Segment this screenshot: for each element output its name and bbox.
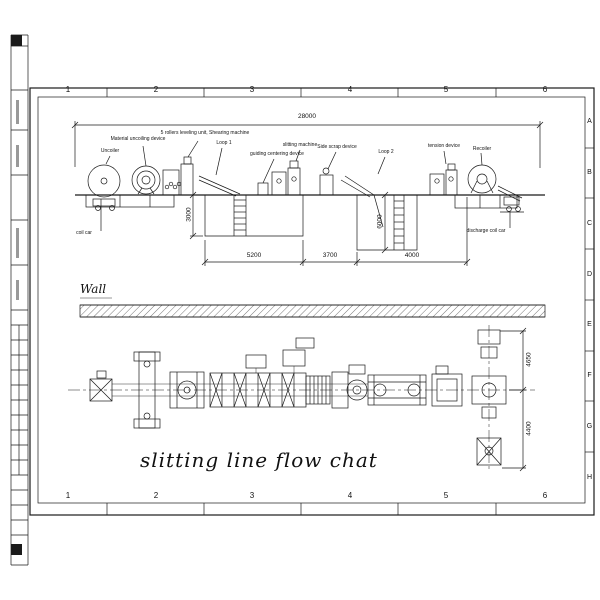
grid-row-label: D xyxy=(586,271,593,278)
slitting-machine-label: slitting machine xyxy=(282,142,318,148)
tension-device-label: tension device xyxy=(428,143,460,149)
recoiler-label: Recoiler xyxy=(472,146,492,152)
wall-band xyxy=(79,297,546,318)
grid-col-label: 5 xyxy=(443,491,449,500)
elevation-dimensions xyxy=(71,121,544,266)
grid-col-label: 1 xyxy=(65,491,71,500)
wall-label: Wall xyxy=(80,282,107,296)
grid-col-label: 6 xyxy=(542,85,548,94)
grid-row-label: H xyxy=(586,474,593,481)
grid-col-label: 2 xyxy=(153,85,159,94)
side-scrap-label: Side scrap device xyxy=(317,144,357,150)
grid-col-label: 2 xyxy=(153,491,159,500)
grid-row-label: F xyxy=(587,372,592,379)
coil-car-label: coil car xyxy=(76,230,92,236)
grid-col-label: 4 xyxy=(347,491,353,500)
dim-span-1: 5200 xyxy=(246,252,262,259)
dim-pit2-depth: 6000 xyxy=(376,214,384,229)
loop1-label: Loop 1 xyxy=(216,140,232,146)
guiding-centering-label: guiding centering device xyxy=(250,151,304,157)
loop2-label: Loop 2 xyxy=(378,149,394,155)
page-title: slitting line flow chat xyxy=(140,448,378,472)
grid-col-label: 1 xyxy=(65,85,71,94)
grid-col-label: 3 xyxy=(249,85,255,94)
dim-plan-lower: 4400 xyxy=(525,421,533,436)
leveling-shearing-label: 5 rollers leveling unit, Shearing machin… xyxy=(160,130,250,136)
grid-row-label: B xyxy=(587,169,592,176)
grid-row-label: E xyxy=(587,321,592,328)
grid-col-label: 4 xyxy=(347,85,353,94)
plan-dimensions xyxy=(500,327,527,472)
grid-col-label: 6 xyxy=(542,491,548,500)
dim-pit1-depth: 3000 xyxy=(185,207,193,222)
elevation-view xyxy=(75,156,545,251)
plan-view xyxy=(68,325,535,472)
grid-row-label: G xyxy=(586,423,593,430)
dim-span-2: 3700 xyxy=(322,252,338,259)
dim-overall-length: 28000 xyxy=(297,113,317,120)
grid-col-label: 3 xyxy=(249,491,255,500)
grid-row-label: A xyxy=(587,118,592,125)
uncoiler-label: Uncoiler xyxy=(100,148,120,154)
sheet-frame xyxy=(10,34,595,566)
grid-col-label: 5 xyxy=(443,85,449,94)
dim-plan-upper: 4650 xyxy=(525,352,533,367)
grid-row-label: C xyxy=(586,220,593,227)
dim-span-3: 4000 xyxy=(404,252,420,259)
discharge-coil-car-label: discharge coil car xyxy=(466,228,506,234)
material-uncoiling-label: Material uncoiling device xyxy=(110,136,166,142)
